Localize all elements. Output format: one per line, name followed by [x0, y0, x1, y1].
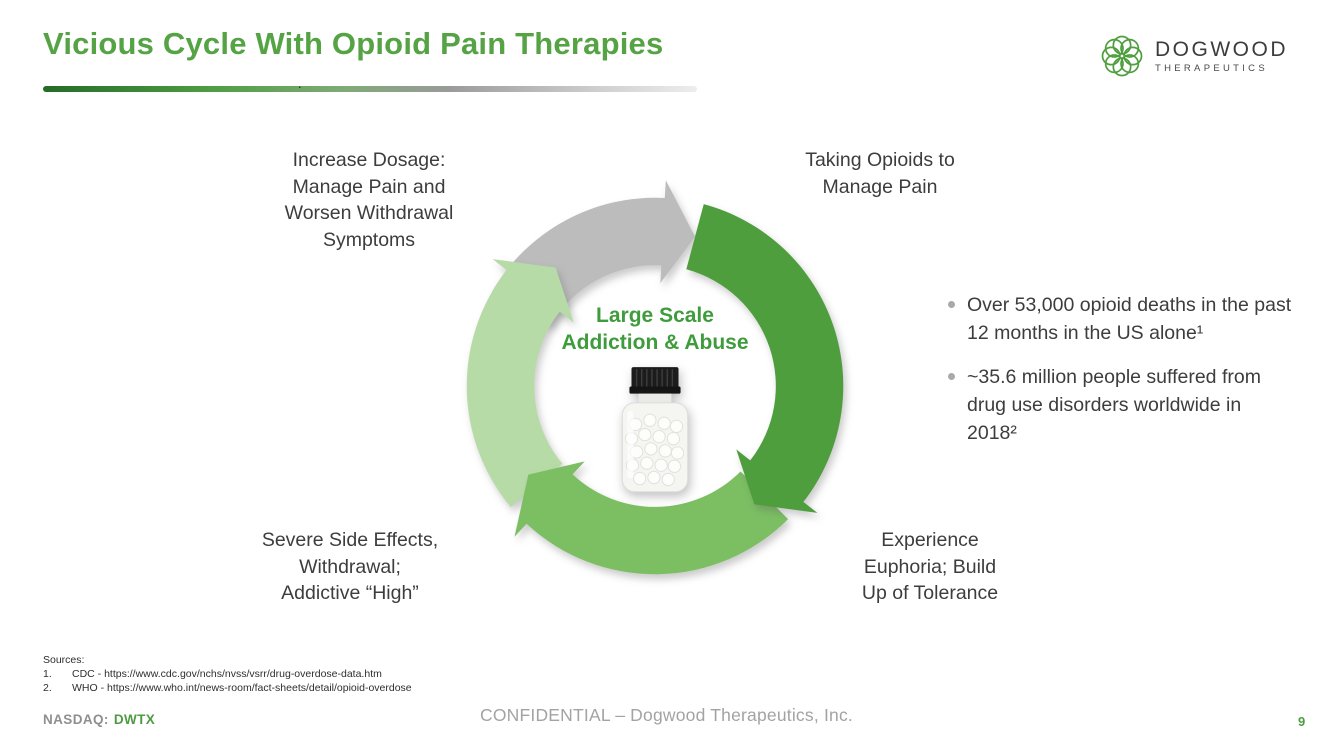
source-number: 1.: [43, 667, 52, 680]
source-number: 2.: [43, 681, 52, 694]
cycle-label-experience-euphoria: Experience Euphoria; Build Up of Toleran…: [861, 529, 999, 605]
logo-tagline: THERAPEUTICS: [1155, 62, 1268, 74]
bottle-cap: [629, 366, 681, 394]
sources-block: Sources: 1. CDC - https://www.cdc.gov/nc…: [43, 654, 412, 696]
source-item: 1. CDC - https://www.cdc.gov/nchs/nvss/v…: [43, 668, 412, 682]
source-text: CDC - https://www.cdc.gov/nchs/nvss/vsrr…: [72, 667, 382, 680]
logo-name: DOGWOOD: [1155, 37, 1288, 61]
source-item: 2. WHO - https://www.who.int/news-room/f…: [43, 682, 412, 696]
logo-text: DOGWOOD THERAPEUTICS: [1155, 39, 1288, 74]
cycle-label-increase-dosage: Increase Dosage: Manage Pain and Worsen …: [284, 149, 454, 251]
bullet-text: Over 53,000 opioid deaths in the past 12…: [967, 294, 1292, 344]
pill-bottle-image: [621, 366, 689, 493]
page-number: 9: [1298, 714, 1306, 729]
ticker-symbol: DWTX: [113, 712, 156, 727]
dogwood-flower-icon: [1101, 35, 1143, 77]
bottle-neck: [638, 393, 672, 404]
pills: [624, 413, 685, 486]
list-item: Over 53,000 opioid deaths in the past 12…: [948, 292, 1296, 347]
cycle-arrow-experience-euphoria: [514, 461, 789, 575]
ticker-label: NASDAQ:: [43, 712, 109, 727]
list-item: ~35.6 million people suffered from drug …: [948, 364, 1296, 447]
source-text: WHO - https://www.who.int/news-room/fact…: [72, 681, 412, 694]
key-stats-list: Over 53,000 opioid deaths in the past 12…: [948, 292, 1296, 464]
title-underline: [43, 86, 697, 92]
cycle-center-title: Large Scale Addiction & Abuse: [561, 304, 749, 354]
bullet-icon: [948, 373, 955, 381]
bullet-text: ~35.6 million people suffered from drug …: [967, 366, 1261, 444]
dogwood-logo: DOGWOOD THERAPEUTICS: [1096, 30, 1288, 82]
cycle-label-severe-side-effects: Severe Side Effects, Withdrawal; Addicti…: [261, 529, 439, 605]
cycle-arrow-taking-opioids: [686, 204, 844, 513]
stray-period: .: [298, 76, 302, 91]
page-title: Vicious Cycle With Opioid Pain Therapies: [43, 26, 664, 61]
cycle-label-taking-opioids: Taking Opioids to Manage Pain: [805, 149, 955, 198]
bullet-icon: [948, 301, 955, 308]
cycle-center: Large Scale Addiction & Abuse: [545, 303, 765, 503]
cycle-arrow-severe-side-effects: [466, 259, 574, 507]
confidential-notice: CONFIDENTIAL – Dogwood Therapeutics, Inc…: [480, 705, 853, 725]
nasdaq-ticker: NASDAQ: DWTX: [43, 712, 155, 727]
sources-heading: Sources:: [43, 654, 85, 666]
cycle-diagram: [466, 180, 844, 575]
